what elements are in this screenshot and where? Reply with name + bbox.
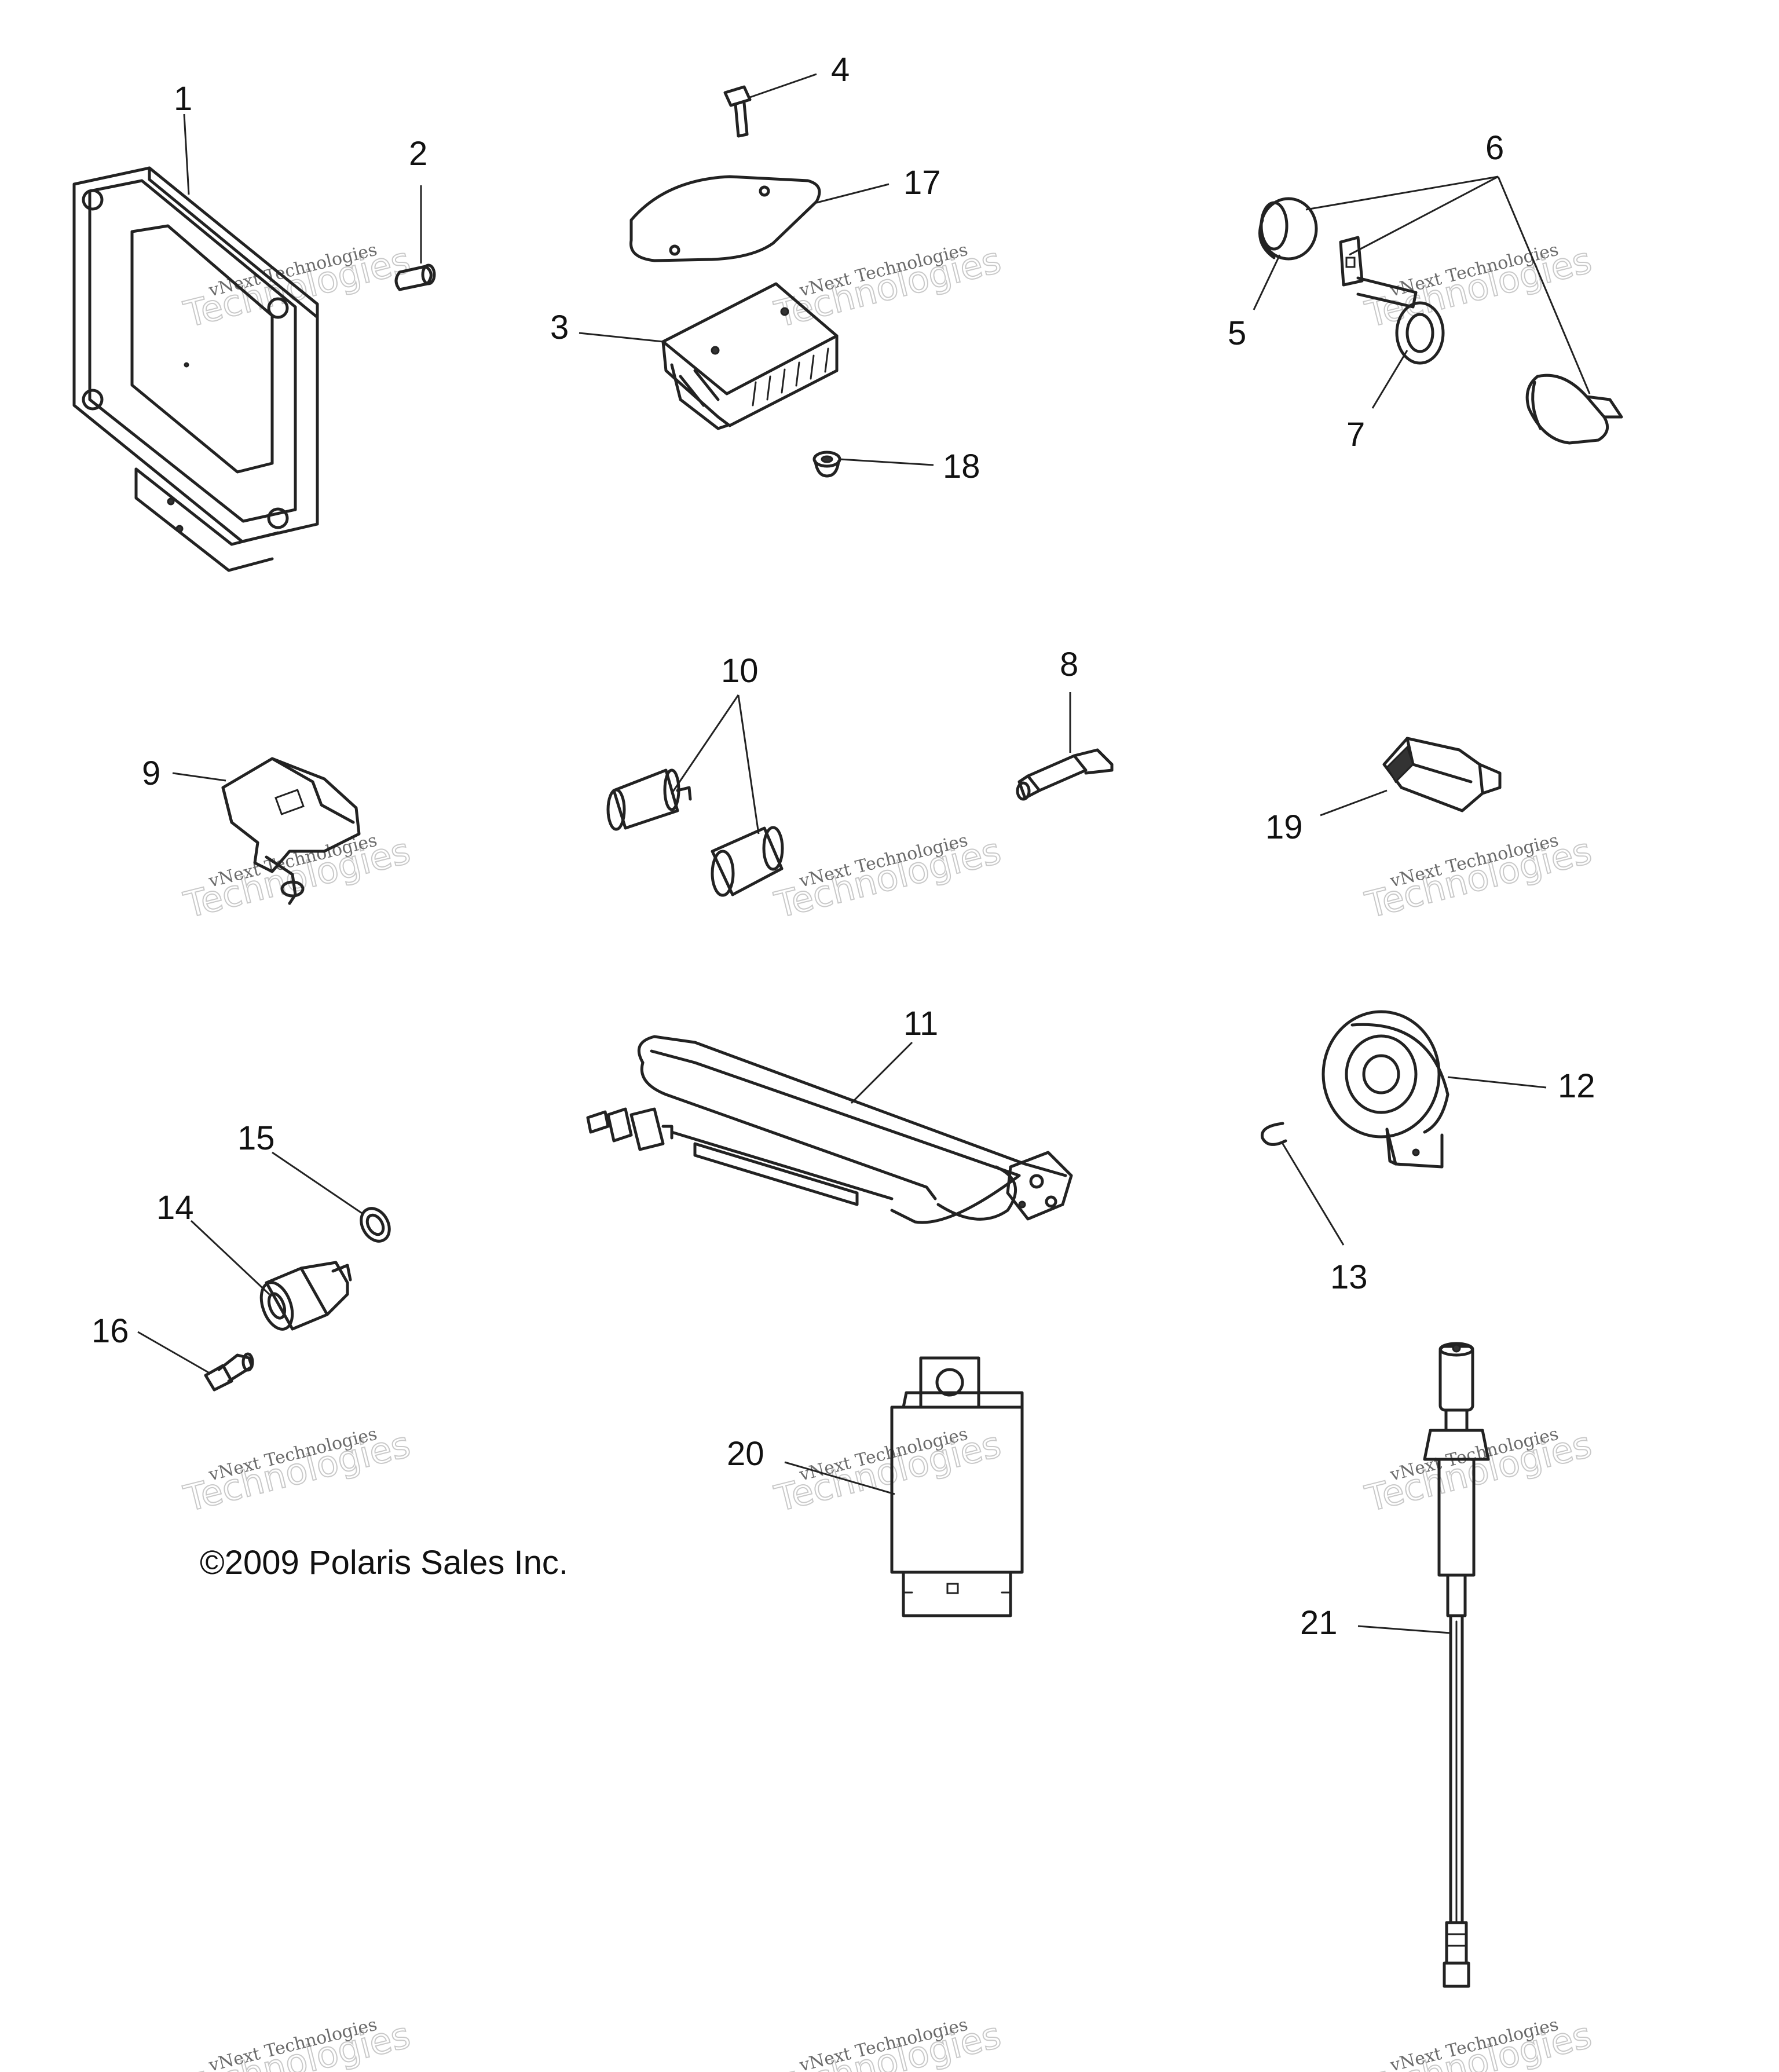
- fuse-icon[interactable]: [711, 826, 784, 897]
- screw-icon[interactable]: [723, 85, 752, 138]
- key-switch-icon[interactable]: [1525, 374, 1623, 445]
- relay-switch-icon[interactable]: [1382, 737, 1502, 812]
- callout-2[interactable]: 2: [409, 135, 427, 173]
- callout-11[interactable]: 11: [903, 1005, 938, 1042]
- gasket-icon[interactable]: [629, 175, 821, 262]
- pin-icon[interactable]: [394, 263, 436, 291]
- leader-line: [816, 183, 890, 204]
- leader-line: [137, 1331, 209, 1374]
- leader-line: [190, 1220, 270, 1295]
- leader-line: [1357, 1625, 1451, 1634]
- nut-icon[interactable]: [1395, 301, 1445, 365]
- map-sensor-icon[interactable]: [221, 757, 361, 905]
- temperature-sensor-icon[interactable]: [1016, 748, 1114, 801]
- callout-20[interactable]: 20: [727, 1435, 764, 1473]
- callout-5[interactable]: 5: [1228, 314, 1246, 352]
- knock-sensor-icon[interactable]: [1322, 1010, 1449, 1169]
- callout-16[interactable]: 16: [91, 1312, 129, 1350]
- leader-line: [850, 1041, 913, 1104]
- bolt-icon[interactable]: [204, 1352, 254, 1392]
- callout-17[interactable]: 17: [903, 164, 941, 202]
- callout-19[interactable]: 19: [1265, 808, 1303, 846]
- leader-line: [1305, 175, 1499, 211]
- callout-13[interactable]: 13: [1330, 1258, 1368, 1296]
- cap-icon[interactable]: [1258, 197, 1318, 261]
- callout-15[interactable]: 15: [237, 1119, 275, 1157]
- callout-1[interactable]: 1: [174, 80, 192, 118]
- callout-6[interactable]: 6: [1485, 129, 1504, 167]
- leader-line: [1371, 350, 1408, 409]
- ecu-module-icon[interactable]: [72, 166, 319, 572]
- callout-9[interactable]: 9: [142, 755, 160, 792]
- oxygen-sensor-icon[interactable]: [1423, 1342, 1490, 1988]
- key-switch-icon[interactable]: [1339, 236, 1418, 309]
- leader-line: [1253, 254, 1281, 310]
- callout-3[interactable]: 3: [550, 309, 569, 346]
- relay-module-icon[interactable]: [890, 1356, 1024, 1617]
- leader-line: [749, 73, 817, 98]
- leader-line: [272, 1151, 363, 1214]
- callout-21[interactable]: 21: [1300, 1604, 1338, 1642]
- regulator-icon[interactable]: [661, 282, 839, 430]
- leader-line: [183, 114, 190, 195]
- callout-10[interactable]: 10: [721, 652, 759, 690]
- clip-icon[interactable]: [1260, 1122, 1287, 1146]
- copyright-notice: ©2009 Polaris Sales Inc.: [200, 1544, 568, 1582]
- leader-line: [1320, 789, 1388, 817]
- leader-line: [737, 694, 760, 834]
- grommet-icon[interactable]: [812, 451, 841, 478]
- leader-line: [1282, 1143, 1345, 1246]
- leader-line: [172, 772, 226, 782]
- harness-icon[interactable]: [586, 1035, 1073, 1224]
- leader-line: [839, 458, 934, 466]
- callout-8[interactable]: 8: [1060, 646, 1078, 683]
- leader-line: [1497, 176, 1591, 394]
- fuse-icon[interactable]: [606, 768, 692, 831]
- o-ring-icon[interactable]: [356, 1203, 395, 1246]
- callout-12[interactable]: 12: [1558, 1067, 1595, 1105]
- callout-14[interactable]: 14: [156, 1189, 194, 1227]
- leader-line: [1349, 175, 1499, 256]
- callout-18[interactable]: 18: [943, 448, 980, 485]
- callout-4[interactable]: 4: [831, 51, 850, 89]
- callout-7[interactable]: 7: [1346, 416, 1365, 453]
- speed-sensor-icon[interactable]: [255, 1261, 352, 1334]
- leader-line: [671, 694, 740, 794]
- leader-line: [579, 332, 664, 343]
- leader-line: [1447, 1076, 1547, 1089]
- leader-line: [784, 1461, 895, 1495]
